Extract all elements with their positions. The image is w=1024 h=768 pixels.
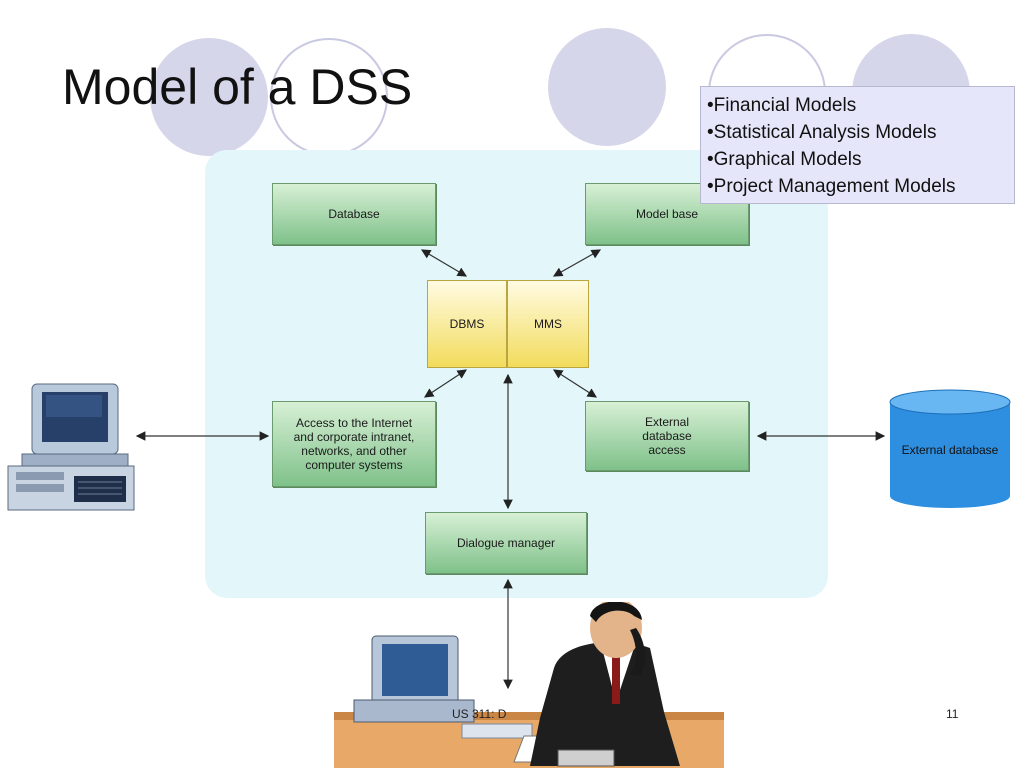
mms-box: MMS: [507, 280, 589, 368]
model-base-box: Model base: [585, 183, 749, 245]
arrow-mms-external: [552, 369, 598, 398]
arrow-database-dbms: [420, 249, 468, 277]
computer-icon: [7, 383, 135, 511]
external-access-box: External database access: [585, 401, 749, 471]
internet-access-box: Access to the Internet and corporate int…: [272, 401, 436, 487]
external-database-label: External database: [901, 443, 999, 457]
decor-circle: [150, 38, 268, 156]
model-type-item: •Project Management Models: [707, 176, 956, 197]
dbms-box: DBMS: [427, 280, 507, 368]
slide-number: 11: [946, 707, 959, 721]
footer-text: US 311: D: [452, 707, 507, 721]
dialogue-manager-box: Dialogue manager: [425, 512, 587, 574]
arrow-modelbase-mms: [552, 249, 602, 277]
slide-title: Model of a DSS: [62, 59, 413, 115]
decor-circle: [270, 38, 388, 156]
external-database-cylinder: [889, 389, 1011, 508]
model-type-item: •Statistical Analysis Models: [707, 122, 937, 143]
arrow-dbms-access: [423, 369, 468, 398]
model-type-item: •Graphical Models: [707, 149, 862, 170]
user-at-desk-illustration: [334, 602, 724, 768]
database-box: Database: [272, 183, 436, 245]
decor-circle: [548, 28, 666, 146]
model-type-item: •Financial Models: [707, 95, 857, 116]
model-types-box: •Financial Models •Statistical Analysis …: [700, 86, 1015, 204]
